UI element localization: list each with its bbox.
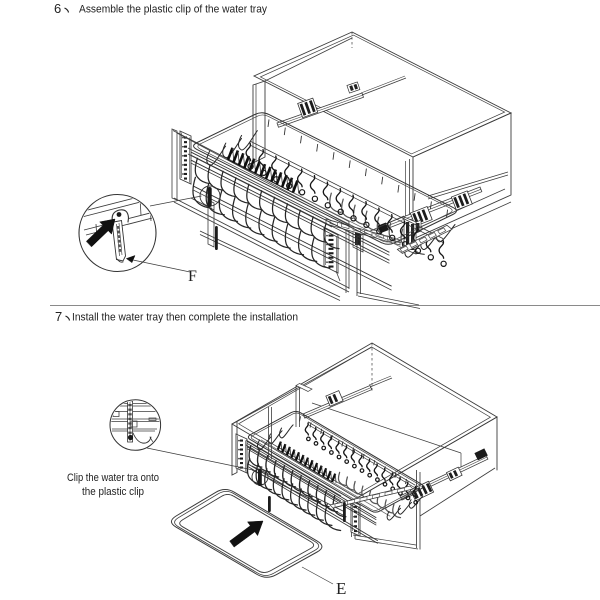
svg-text:F: F bbox=[188, 268, 197, 285]
svg-text:E: E bbox=[336, 579, 346, 598]
svg-text:Assemble the plastic clip of t: Assemble the plastic clip of the water t… bbox=[79, 4, 267, 16]
svg-text:6: 6 bbox=[54, 1, 61, 16]
svg-text:7: 7 bbox=[55, 309, 62, 324]
svg-text:the plastic clip: the plastic clip bbox=[82, 486, 144, 498]
svg-text:Clip the water tra onto: Clip the water tra onto bbox=[67, 472, 159, 484]
svg-text:Install the water tray then co: Install the water tray then complete the… bbox=[72, 312, 298, 324]
